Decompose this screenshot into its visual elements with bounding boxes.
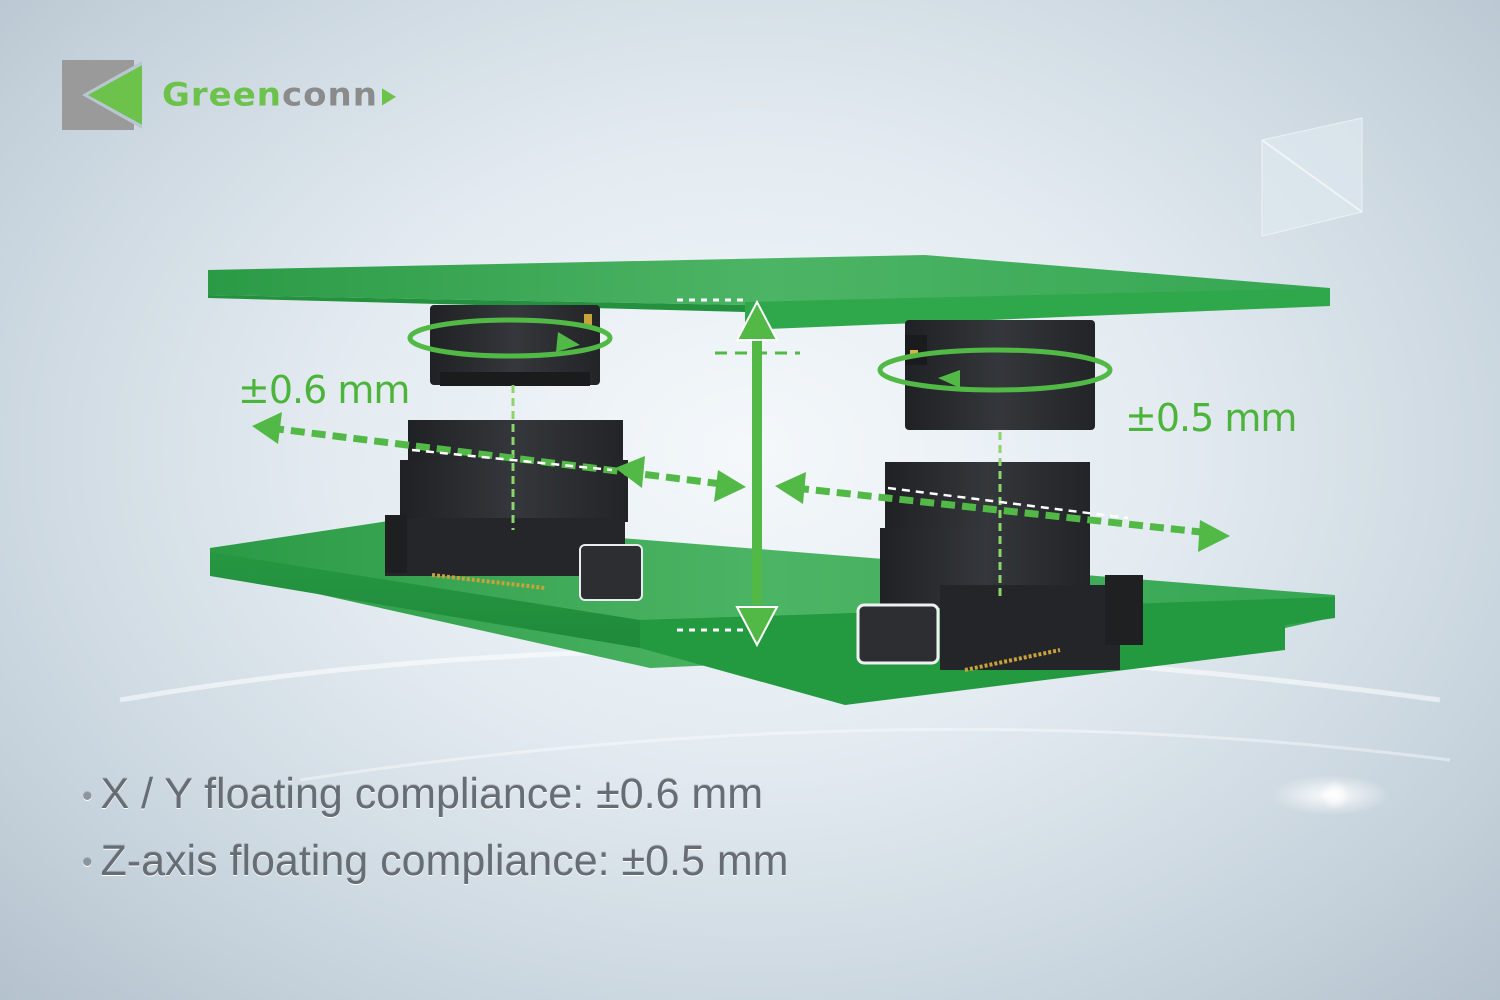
brand-arrow-icon	[381, 87, 396, 105]
logo-mark-icon	[62, 60, 146, 130]
bullet-dot-icon: •	[82, 779, 93, 813]
spec-bullet-xy: •X / Y floating compliance: ±0.6 mm	[82, 762, 788, 829]
lower-right-receptacle-connector	[856, 462, 1143, 672]
xy-tolerance-label: ±0.6 mm	[238, 368, 410, 412]
spec-bullet-text: X / Y floating compliance: ±0.6 mm	[100, 770, 764, 818]
spec-bullet-z: •Z-axis floating compliance: ±0.5 mm	[82, 829, 788, 896]
rotation-arrow-icon	[407, 317, 613, 359]
z-axis-arrow	[677, 298, 800, 648]
z-tolerance-label: ±0.5 mm	[1125, 396, 1297, 440]
spec-bullet-list: •X / Y floating compliance: ±0.6 mm •Z-a…	[82, 762, 788, 895]
upper-left-plug-connector	[430, 305, 600, 386]
rotation-arrow-icon	[877, 347, 1113, 393]
brand-name-green: Green	[162, 76, 282, 114]
brand-name-gray: conn	[282, 76, 378, 114]
upper-pcb	[208, 255, 1330, 330]
sparkle-decoration	[1320, 780, 1350, 810]
glass-panel-decoration	[1261, 117, 1363, 237]
spec-bullet-text: Z-axis floating compliance: ±0.5 mm	[100, 836, 789, 885]
brand-logo: Greenconn	[62, 60, 396, 130]
bullet-dot-icon: •	[82, 846, 93, 880]
brand-wordmark: Greenconn	[162, 76, 396, 114]
upper-right-plug-connector	[905, 320, 1095, 430]
